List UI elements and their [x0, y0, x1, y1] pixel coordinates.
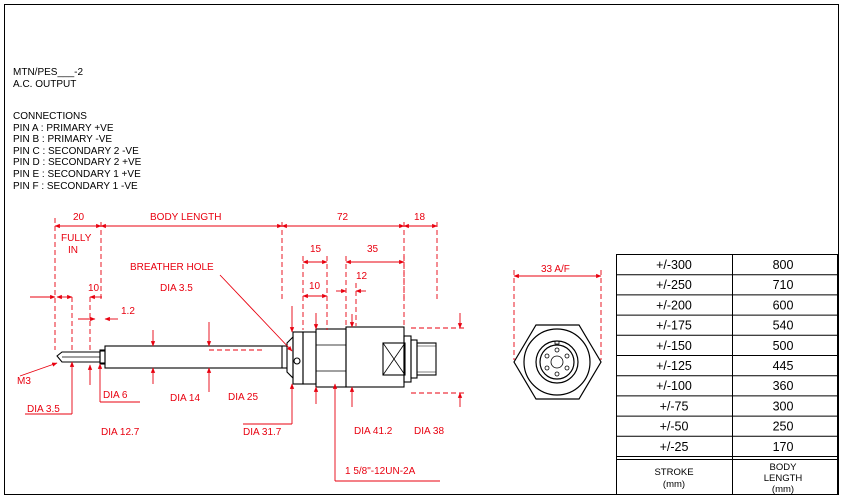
stroke-table: +/-300 800 +/-250 710 +/-200 600 +/-175 540 +/-1…: [616, 254, 838, 495]
connector-plug: [416, 342, 437, 376]
connections-block: CONNECTIONS PIN A : PRIMARY +VE PIN B : …: [13, 111, 141, 192]
dim-12: 12: [356, 271, 368, 282]
dim-body-length: BODY LENGTH: [150, 212, 222, 223]
dim-15: 15: [310, 244, 322, 255]
dim-dia-12-7: DIA 12.7: [101, 427, 140, 438]
dim-20: 20: [73, 212, 85, 223]
dim-dia-6: DIA 6: [103, 390, 128, 401]
dim-dia-3-5-top: DIA 3.5: [160, 283, 193, 294]
table-cell-stroke: +/-50: [660, 420, 689, 434]
sensor-side-view: [56, 326, 437, 388]
table-cell-length: 500: [773, 339, 794, 353]
pin-hole: [554, 347, 560, 353]
table-cell-stroke: +/-125: [656, 359, 692, 373]
table-border: [616, 254, 838, 495]
core-rod: [99, 349, 106, 365]
pin-hole: [544, 353, 550, 359]
hex-outline: [513, 324, 602, 400]
table-cell-length: 360: [773, 379, 794, 393]
header-stroke: STROKE: [654, 467, 693, 478]
dimension-lines: [19, 218, 602, 482]
breather-hole-label: BREATHER HOLE: [130, 262, 214, 273]
connections-title: CONNECTIONS: [13, 111, 87, 122]
output-type: A.C. OUTPUT: [13, 78, 77, 90]
header-length: LENGTH: [764, 473, 803, 484]
breather-collar: [286, 335, 294, 380]
breather-hole: [293, 357, 301, 365]
table-cell-length: 445: [773, 359, 794, 373]
connector-window: [382, 342, 406, 376]
table-cell-stroke: +/-25: [660, 440, 689, 454]
spec-block: MTN/PES___-2 A.C. OUTPUT: [13, 67, 83, 90]
dim-33-af: 33 A/F: [541, 264, 570, 275]
table-cell-stroke: +/-100: [656, 379, 692, 393]
sensor-end-view: [513, 324, 602, 400]
dim-dia-3-5: DIA 3.5: [27, 404, 60, 415]
dim-thread: 1 5/8"-12UN-2A: [345, 466, 416, 477]
table-cell-length: 710: [773, 278, 794, 292]
dim-10-top: 10: [309, 281, 321, 292]
pin-hole: [564, 365, 570, 371]
table-cell-length: 540: [773, 319, 794, 333]
dim-dia-38: DIA 38: [414, 426, 444, 437]
header-body: BODY: [770, 462, 798, 473]
model-number: MTN/PES___-2: [13, 67, 84, 78]
dim-72: 72: [337, 212, 349, 223]
dim-dia-31-7: DIA 31.7: [243, 427, 282, 438]
hex-nut: [315, 328, 347, 388]
pin-d: PIN D : SECONDARY 2 +VE: [13, 157, 142, 169]
connector-face: [535, 340, 579, 384]
table-cell-stroke: +/-300: [656, 258, 692, 272]
dim-10-left: 10: [88, 283, 100, 294]
table-cell-stroke: +/-200: [656, 298, 692, 312]
dim-18: 18: [414, 212, 426, 223]
end-flange-circle: [523, 328, 591, 396]
table-cell-length: 170: [773, 440, 794, 454]
table-cell-length: 300: [773, 399, 794, 413]
pin-c: PIN C : SECONDARY 2 -VE: [13, 145, 139, 157]
dim-35: 35: [367, 244, 379, 255]
pin-b: PIN B : PRIMARY -VE: [13, 134, 113, 146]
key-slot: [554, 340, 560, 345]
header-stroke-unit: (mm): [663, 479, 685, 490]
table-cell-length: 800: [773, 258, 794, 272]
dim-m3: M3: [17, 376, 31, 387]
dim-fully: FULLY: [61, 233, 92, 244]
body-tube: [104, 345, 283, 369]
dim-in: IN: [68, 245, 78, 256]
table-cell-stroke: +/-250: [656, 278, 692, 292]
table-cell-length: 250: [773, 420, 794, 434]
dim-1-2: 1.2: [121, 306, 135, 317]
sheet-border: [4, 4, 839, 495]
table-cell-stroke: +/-175: [656, 319, 692, 333]
table-cell-length: 600: [773, 298, 794, 312]
pin-e: PIN E : SECONDARY 1 +VE: [13, 168, 141, 180]
table-cell-stroke: +/-150: [656, 339, 692, 353]
pin-hole: [564, 353, 570, 359]
table-cell-stroke: +/-75: [660, 399, 689, 413]
pin-a: PIN A : PRIMARY +VE: [13, 122, 114, 134]
pin-hole: [544, 365, 550, 371]
pin-f: PIN F : SECONDARY 1 -VE: [13, 180, 138, 192]
pin-hole: [554, 371, 560, 377]
header-length-unit: (mm): [772, 484, 794, 495]
dimension-labels: 20 FULLY IN BODY LENGTH 72 18 15 35 10 1…: [17, 212, 570, 477]
dim-dia-25: DIA 25: [228, 392, 258, 403]
dim-dia-14: DIA 14: [170, 393, 200, 404]
dim-dia-41-2: DIA 41.2: [354, 426, 393, 437]
